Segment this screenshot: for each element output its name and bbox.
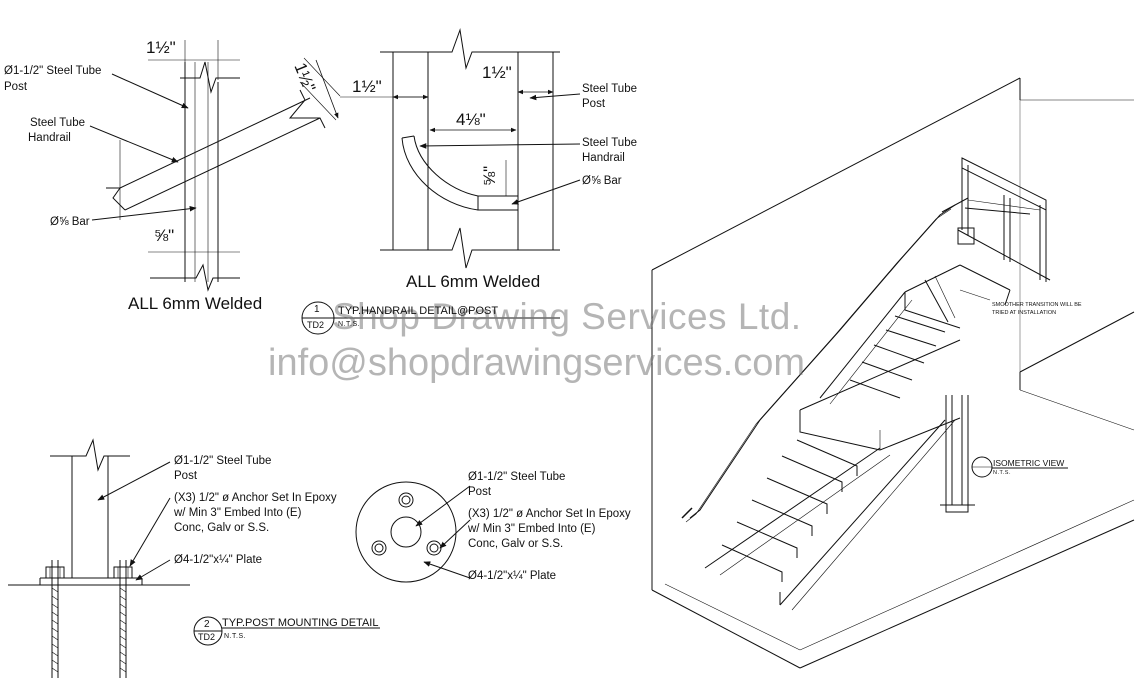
handrail-label2-line1: Steel Tube (582, 137, 637, 149)
post-label-line1: Ø1-1/2" Steel Tube (4, 65, 102, 77)
dim-vertical: ⅝" (480, 165, 499, 186)
mount-post-label-line1: Ø1-1/2" Steel Tube (174, 455, 272, 467)
dim-left-post: 1½" (352, 77, 382, 96)
post-label2-line1: Steel Tube (582, 83, 637, 95)
plan-anchor-line2: w/ Min 3" Embed Into (E) (468, 523, 596, 535)
detail2-sheet-ref: TD2 (198, 632, 216, 642)
dim-clear: 4⅛" (456, 110, 486, 129)
plan-anchor-line3: Conc, Galv or S.S. (468, 538, 564, 550)
isometric-title-block (971, 456, 1068, 478)
bar-label: Ø⅝ Bar (50, 216, 90, 228)
handrail-label-line2: Handrail (28, 132, 71, 144)
watermark-email: info@shopdrawingservices.com (268, 342, 806, 384)
post-mount-elevation (8, 438, 190, 678)
post-mount-plan (355, 481, 471, 583)
dim-top: 1½" (146, 38, 176, 57)
handrail-side-view (89, 40, 341, 292)
iso-scale: N.T.S. (993, 470, 1011, 476)
dim-right-post: 1½" (482, 63, 512, 82)
detail2-title-block (193, 616, 380, 646)
detail1-number: 1 (314, 304, 320, 315)
detail1-title-block (301, 301, 560, 335)
mount-anchor-line2: w/ Min 3" Embed Into (E) (174, 507, 302, 519)
weld-note-right: ALL 6mm Welded (406, 272, 541, 291)
weld-note-left: ALL 6mm Welded (128, 294, 263, 313)
handrail-label-line1: Steel Tube (30, 117, 85, 129)
detail2-title: TYP.POST MOUNTING DETAIL (222, 617, 379, 629)
mount-plate-label: Ø4-1/2"x¼" Plate (174, 554, 263, 566)
handrail-label2-line2: Handrail (582, 152, 625, 164)
plan-post-label-line2: Post (468, 486, 492, 498)
post-label2-line2: Post (582, 98, 606, 110)
dim-bar: ⅝" (154, 226, 175, 245)
detail1-title: TYP.HANDRAIL DETAIL@POST (338, 305, 499, 317)
detail1-sheet-ref: TD2 (307, 320, 325, 330)
iso-note-line2: TRIED AT INSTALLATION (992, 310, 1057, 316)
plan-anchor-line1: (X3) 1/2" ø Anchor Set In Epoxy (468, 508, 631, 520)
isometric-stair (651, 77, 1135, 669)
bar-label2: Ø⅝ Bar (582, 175, 622, 187)
mount-anchor-line1: (X3) 1/2" ø Anchor Set In Epoxy (174, 492, 337, 504)
watermark-company: Shop Drawing Services Ltd. (332, 296, 802, 337)
detail2-scale: N.T.S. (224, 633, 247, 640)
mount-post-label-line2: Post (174, 470, 198, 482)
mount-anchor-line3: Conc, Galv or S.S. (174, 522, 270, 534)
plan-plate-label: Ø4-1/2"x¼" Plate (468, 570, 557, 582)
iso-note-line1: SMOOTHER TRANSITION WILL BE (992, 302, 1082, 308)
plan-post-label-line1: Ø1-1/2" Steel Tube (468, 471, 566, 483)
detail1-scale: N.T.S. (338, 321, 361, 328)
post-label-line2: Post (4, 81, 28, 93)
detail2-number: 2 (204, 619, 210, 630)
iso-title: ISOMETRIC VIEW (993, 458, 1065, 468)
handrail-front-view (340, 28, 581, 269)
